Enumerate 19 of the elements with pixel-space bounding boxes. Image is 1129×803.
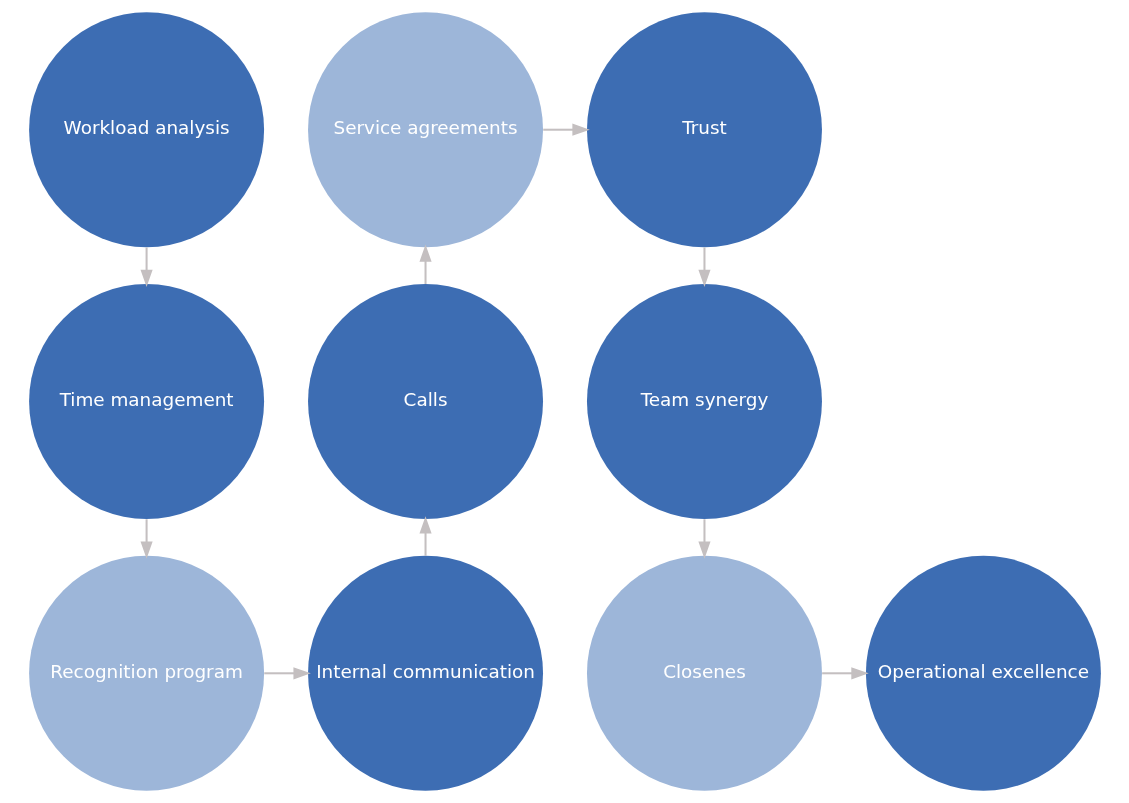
arrow [140, 519, 153, 559]
node-circle: Workload analysis [28, 12, 264, 248]
arrow [418, 244, 432, 284]
arrow [697, 519, 711, 559]
node-circle: Team synergy [586, 284, 822, 519]
node-circle: Trust [586, 12, 822, 248]
node-circle: Closenes [586, 555, 822, 791]
node-circle: Operational excellence [865, 555, 1101, 791]
arrow [697, 247, 711, 288]
node-circle: Time management [28, 284, 264, 519]
node-circle: Service agreements [307, 12, 543, 248]
arrow [263, 667, 311, 680]
arrow [821, 667, 869, 680]
arrow [140, 247, 153, 288]
node-circle: Calls [307, 284, 543, 519]
arrow [542, 123, 590, 136]
node-circle: Internal communication [307, 555, 543, 791]
arrow [418, 516, 432, 556]
node-circle: Recognition program [28, 555, 264, 791]
